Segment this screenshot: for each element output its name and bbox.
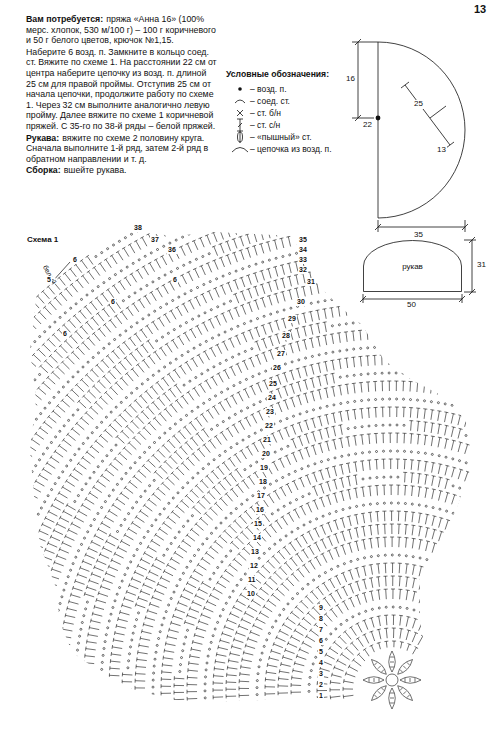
- legend-text: – ст. с/н: [250, 120, 280, 130]
- instruction-paragraph: Сборка:вшейте рукава.: [26, 165, 218, 176]
- row-number: 13: [250, 548, 260, 556]
- row-number: 10: [246, 590, 256, 598]
- row-number: 26: [272, 364, 282, 372]
- row-number: 1: [318, 692, 324, 700]
- legend-text: – возд. п.: [250, 84, 287, 94]
- row-number: 6: [318, 637, 324, 645]
- dimension-label: 22: [362, 121, 373, 130]
- row-number: 5: [46, 276, 52, 284]
- row-number: 3: [318, 670, 324, 678]
- row-number: 2: [318, 681, 324, 689]
- row-number: 24: [267, 394, 277, 402]
- dimension-label: 13: [436, 146, 447, 155]
- row-number: 5: [318, 648, 324, 656]
- center-dot: [376, 116, 381, 121]
- dimension-label: 50: [406, 301, 417, 310]
- row-number: 25: [268, 380, 278, 388]
- row-number: 12: [249, 562, 259, 570]
- bold-heading: Сборка:: [26, 165, 61, 175]
- row-number: 20: [261, 450, 271, 458]
- row-number: 37: [150, 236, 160, 244]
- dimension-label: 25: [413, 100, 424, 109]
- instruction-text: вшейте рукава.: [64, 165, 127, 175]
- back-schematic: [352, 39, 468, 232]
- dimension-label: 35: [413, 231, 424, 240]
- row-number: 21: [262, 436, 272, 444]
- legend-text: – ст. б/н: [250, 108, 281, 118]
- legend-text: – цепочка из возд. п.: [250, 144, 332, 154]
- row-number: 16: [255, 506, 265, 514]
- legend-heading: Условные обозначения:: [226, 70, 329, 79]
- row-number: 4: [318, 659, 324, 667]
- row-number: 8: [318, 615, 324, 623]
- row-number: 23: [265, 408, 275, 416]
- legend-text: – соед. ст.: [250, 96, 290, 106]
- row-number: 36: [167, 246, 177, 254]
- row-number: 30: [296, 298, 306, 306]
- row-number: 17: [256, 492, 266, 500]
- row-number: 29: [287, 315, 297, 323]
- row-number: 6: [110, 298, 116, 306]
- crochet-chart: [0, 161, 500, 730]
- row-number: 6: [72, 256, 78, 264]
- chart-title: Схема 1: [27, 236, 58, 245]
- legend-symbols: [232, 87, 248, 152]
- row-number: 27: [276, 350, 286, 358]
- instruction-paragraph: Рукава:вяжите по схеме 2 половину круга.…: [26, 133, 218, 165]
- center-motif: [359, 647, 425, 713]
- sleeve-dimensions: [360, 237, 476, 303]
- row-number: 19: [259, 464, 269, 472]
- bold-heading: Рукава:: [26, 133, 59, 143]
- sleeve-shape: рукав: [363, 240, 462, 292]
- instructions-column: Вам потребуется:пряжа «Анна 16» (100% ме…: [26, 14, 218, 177]
- row-number: 6: [62, 330, 68, 338]
- legend-text: – «пышный» ст.: [250, 132, 312, 142]
- sleeve-label: рукав: [363, 240, 462, 271]
- row-number: 15: [253, 520, 263, 528]
- bold-heading: Вам потребуется:: [26, 14, 103, 24]
- row-number: 35: [298, 236, 308, 244]
- instruction-paragraph: Наберите 6 возд. п. Замкните в кольцо со…: [26, 47, 218, 132]
- row-number: 22: [264, 422, 274, 430]
- row-number: 38: [133, 224, 143, 232]
- row-number: 18: [258, 478, 268, 486]
- row-number: 31: [306, 278, 316, 286]
- row-number: 7: [318, 626, 324, 634]
- row-number: 34: [298, 246, 308, 254]
- dimension-label: 31: [476, 261, 487, 270]
- row-number: 11: [247, 576, 256, 584]
- page-number: 13: [474, 3, 486, 15]
- instruction-text: Наберите 6 возд. п. Замкните в кольцо со…: [26, 47, 217, 131]
- instruction-paragraph: Вам потребуется:пряжа «Анна 16» (100% ме…: [26, 14, 218, 46]
- dimension-label: 16: [345, 75, 356, 84]
- row-number: 32: [298, 266, 308, 274]
- row-number: 9: [318, 604, 324, 612]
- row-number: 14: [252, 534, 262, 542]
- row-number: 6: [172, 276, 178, 284]
- row-number: 33: [298, 256, 308, 264]
- row-number: 28: [281, 332, 291, 340]
